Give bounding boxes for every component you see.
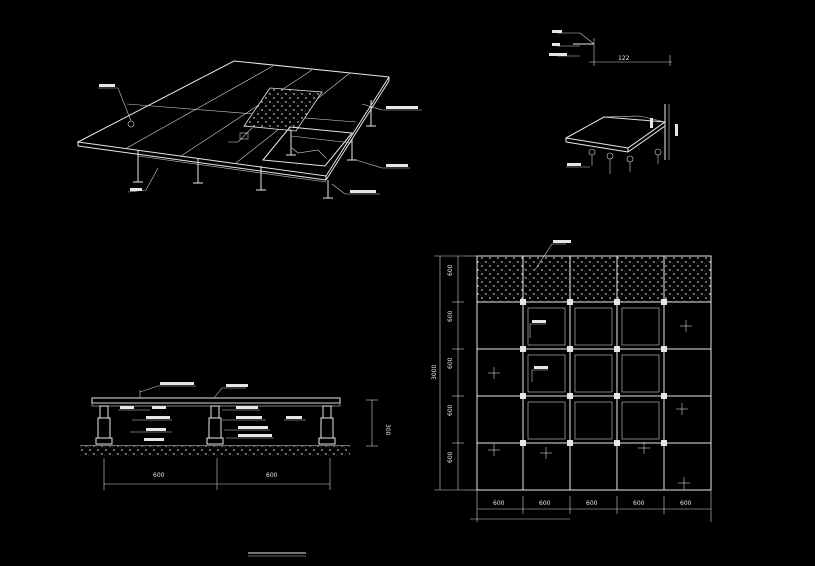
plan-row-dim-5: 600 [447, 451, 454, 463]
detail-dim-text: 122 [618, 55, 630, 62]
section-dim-height: 300 [384, 424, 391, 436]
plan-col-dim-1: 600 [493, 500, 505, 507]
plan-col-dim-5: 600 [680, 500, 692, 507]
floor-plan-grid: 600 600 600 600 600 3000 600 600 600 600… [431, 240, 712, 522]
plan-row-dim-2: 600 [447, 310, 454, 322]
plan-col-dim-2: 600 [539, 500, 551, 507]
plan-col-dim-3: 600 [586, 500, 598, 507]
plan-row-dim-3: 600 [447, 357, 454, 369]
plan-row-dim-4: 600 [447, 404, 454, 416]
isometric-floor-view [76, 60, 422, 199]
plan-total-height: 3000 [431, 365, 438, 380]
section-dim-left: 600 [153, 472, 165, 479]
plan-col-dim-4: 600 [633, 500, 645, 507]
section-dim-right: 600 [266, 472, 278, 479]
corner-detail-view: 122 [549, 30, 678, 174]
section-view: 600 600 300 [80, 382, 391, 557]
plan-row-dim-1: 600 [447, 264, 454, 276]
